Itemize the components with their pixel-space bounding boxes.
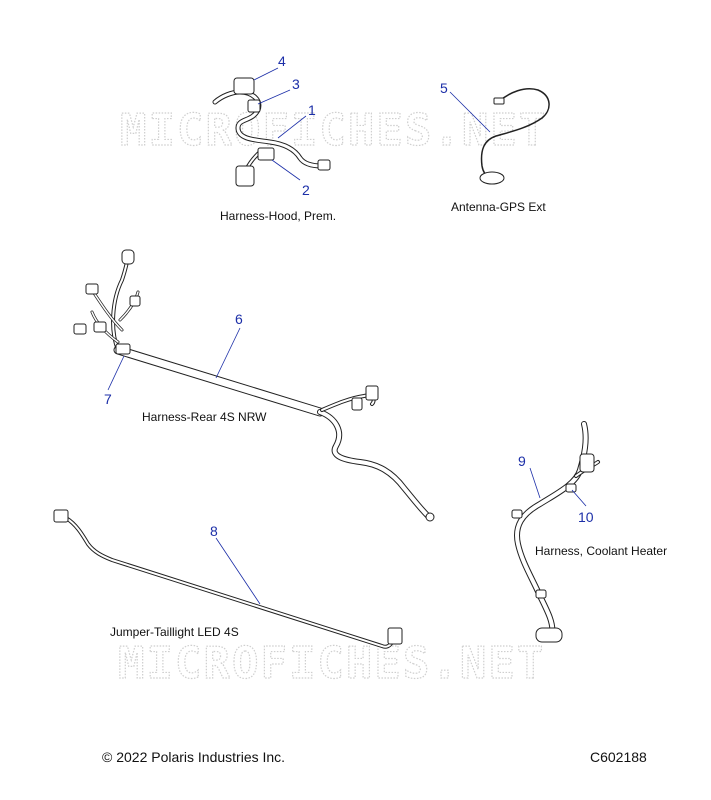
rear-connector-left-b <box>93 321 107 333</box>
relay-box <box>233 77 255 95</box>
hood-connector-a <box>235 165 255 187</box>
rear-connector-end-b <box>351 397 363 411</box>
coolant-clip-b <box>511 509 523 519</box>
rear-connector-left-c <box>85 283 99 295</box>
caption-jumper-taillight: Jumper-Taillight LED 4S <box>110 625 239 639</box>
jumper-taillight-assembly <box>53 509 403 649</box>
jumper-connector-right <box>387 627 403 645</box>
callout-7: 7 <box>104 391 112 407</box>
rear-ring-terminal <box>425 512 435 522</box>
hood-grommet <box>247 99 261 113</box>
callout-9: 9 <box>518 453 526 469</box>
caption-harness-coolant: Harness, Coolant Heater <box>535 544 667 558</box>
harness-coolant-assembly <box>511 421 600 643</box>
harness-rear-assembly <box>73 249 435 522</box>
coolant-clip <box>565 483 577 493</box>
callout-8: 8 <box>210 523 218 539</box>
hood-connector-b <box>257 147 275 161</box>
watermark-bottom: MICROFICHES.NET <box>118 638 545 689</box>
coolant-clip-c <box>535 589 547 599</box>
heater-element <box>535 627 563 643</box>
callout-6: 6 <box>235 311 243 327</box>
watermark-top: MICROFICHES.NET <box>120 105 547 156</box>
antenna-connector <box>493 97 505 105</box>
callout-5: 5 <box>440 80 448 96</box>
antenna-gps-assembly <box>449 88 550 185</box>
callout-1: 1 <box>308 102 316 118</box>
callout-10: 10 <box>578 509 594 525</box>
copyright-text: © 2022 Polaris Industries Inc. <box>102 749 285 765</box>
antenna-puck <box>479 171 505 185</box>
harness-hood-assembly <box>212 67 331 187</box>
rear-grommet <box>115 343 131 355</box>
callout-4: 4 <box>278 53 286 69</box>
coolant-connector-top <box>579 453 595 473</box>
rear-connector-left-a <box>73 323 87 335</box>
caption-antenna-gps: Antenna-GPS Ext <box>451 200 546 214</box>
jumper-connector-left <box>53 509 69 523</box>
rear-connector-top <box>121 249 135 265</box>
caption-harness-hood: Harness-Hood, Prem. <box>220 209 336 223</box>
callout-2: 2 <box>302 182 310 198</box>
figure-code: C602188 <box>590 749 647 765</box>
callout-3: 3 <box>292 76 300 92</box>
caption-harness-rear: Harness-Rear 4S NRW <box>142 410 267 424</box>
hood-connector-c <box>317 159 331 171</box>
rear-connector-end-a <box>365 385 379 401</box>
rear-connector-right-a <box>129 295 141 307</box>
